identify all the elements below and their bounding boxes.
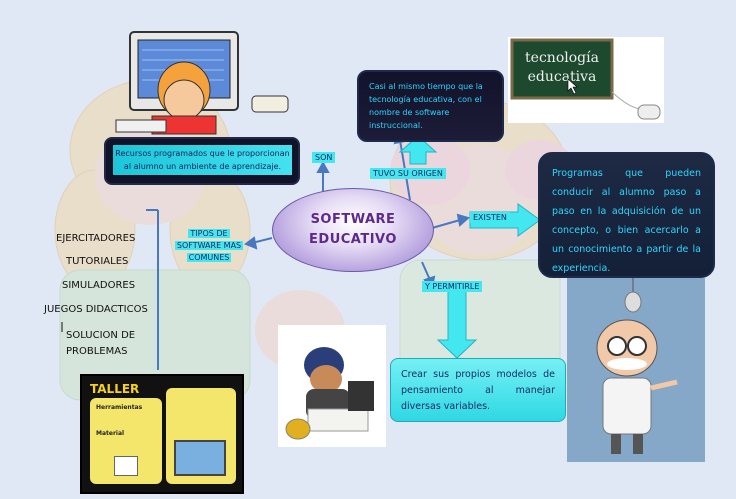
permitirle-description-box: Crear sus propios modelos de pensamiento… [390, 358, 566, 422]
type-problemas: PROBLEMAS [66, 346, 128, 357]
tecnologia-educativa-sign-image: tecnología educativa [508, 37, 664, 123]
sign-line2: educativa [528, 69, 597, 85]
tipos-line3: COMUNES [186, 253, 232, 262]
link-label-son: SON [312, 152, 336, 163]
taller-title: TALLER [90, 382, 140, 396]
type-tutoriales: TUTORIALES [66, 256, 129, 267]
taller-material-label: Material [96, 430, 125, 437]
center-title-line2: EDUCATIVO [309, 232, 397, 247]
taller-panel-right [166, 388, 236, 484]
taller-thumbnail [114, 456, 138, 476]
link-label-tipos-de-software: TIPOS DE SOFTWARE MAS COMUNES [168, 228, 250, 264]
tipos-line1: TIPOS DE [188, 229, 230, 238]
son-description-text: Recursos programados que le proporcionan… [113, 145, 292, 175]
professor-lightbulb-illustration [567, 278, 705, 462]
kid-studying-illustration [278, 325, 386, 447]
permitirle-description-text: Crear sus propios modelos de pensamiento… [401, 369, 555, 412]
taller-video-frame [174, 440, 226, 476]
link-label-y-permitirle: Y PERMITIRLE [422, 281, 483, 292]
taller-herramientas-label: Herramientas [96, 404, 143, 411]
origen-description-box: Casi al mismo tiempo que la tecnología e… [357, 70, 504, 142]
link-label-tuvo-su-origen: TUVO SU ORIGEN [370, 168, 446, 179]
tipos-line2: SOFTWARE MAS [174, 241, 244, 250]
center-node-software-educativo: SOFTWARE EDUCATIVO [272, 188, 434, 272]
origen-description-text: Casi al mismo tiempo que la tecnología e… [369, 82, 483, 130]
link-label-existen: EXISTEN [470, 212, 510, 223]
son-description-box: Recursos programados que le proporcionan… [104, 137, 300, 185]
taller-software-screenshot: TALLER Herramientas Material [80, 374, 244, 494]
sign-line1: tecnología [525, 50, 599, 66]
type-ejercitadores: EJERCITADORES [56, 233, 136, 244]
existen-description-text: Programas que pueden conducir al alumno … [552, 168, 701, 274]
type-solucion-de: SOLUCION DE [66, 330, 136, 341]
taller-panel-left: Herramientas Material [90, 398, 162, 484]
center-title-line1: SOFTWARE [310, 212, 396, 227]
existen-description-box: Programas que pueden conducir al alumno … [538, 152, 715, 278]
type-juegos-didacticos: JUEGOS DIDACTICOS [44, 304, 148, 315]
kid-at-computer-illustration [115, 31, 289, 135]
type-simuladores: SIMULADORES [62, 280, 136, 291]
